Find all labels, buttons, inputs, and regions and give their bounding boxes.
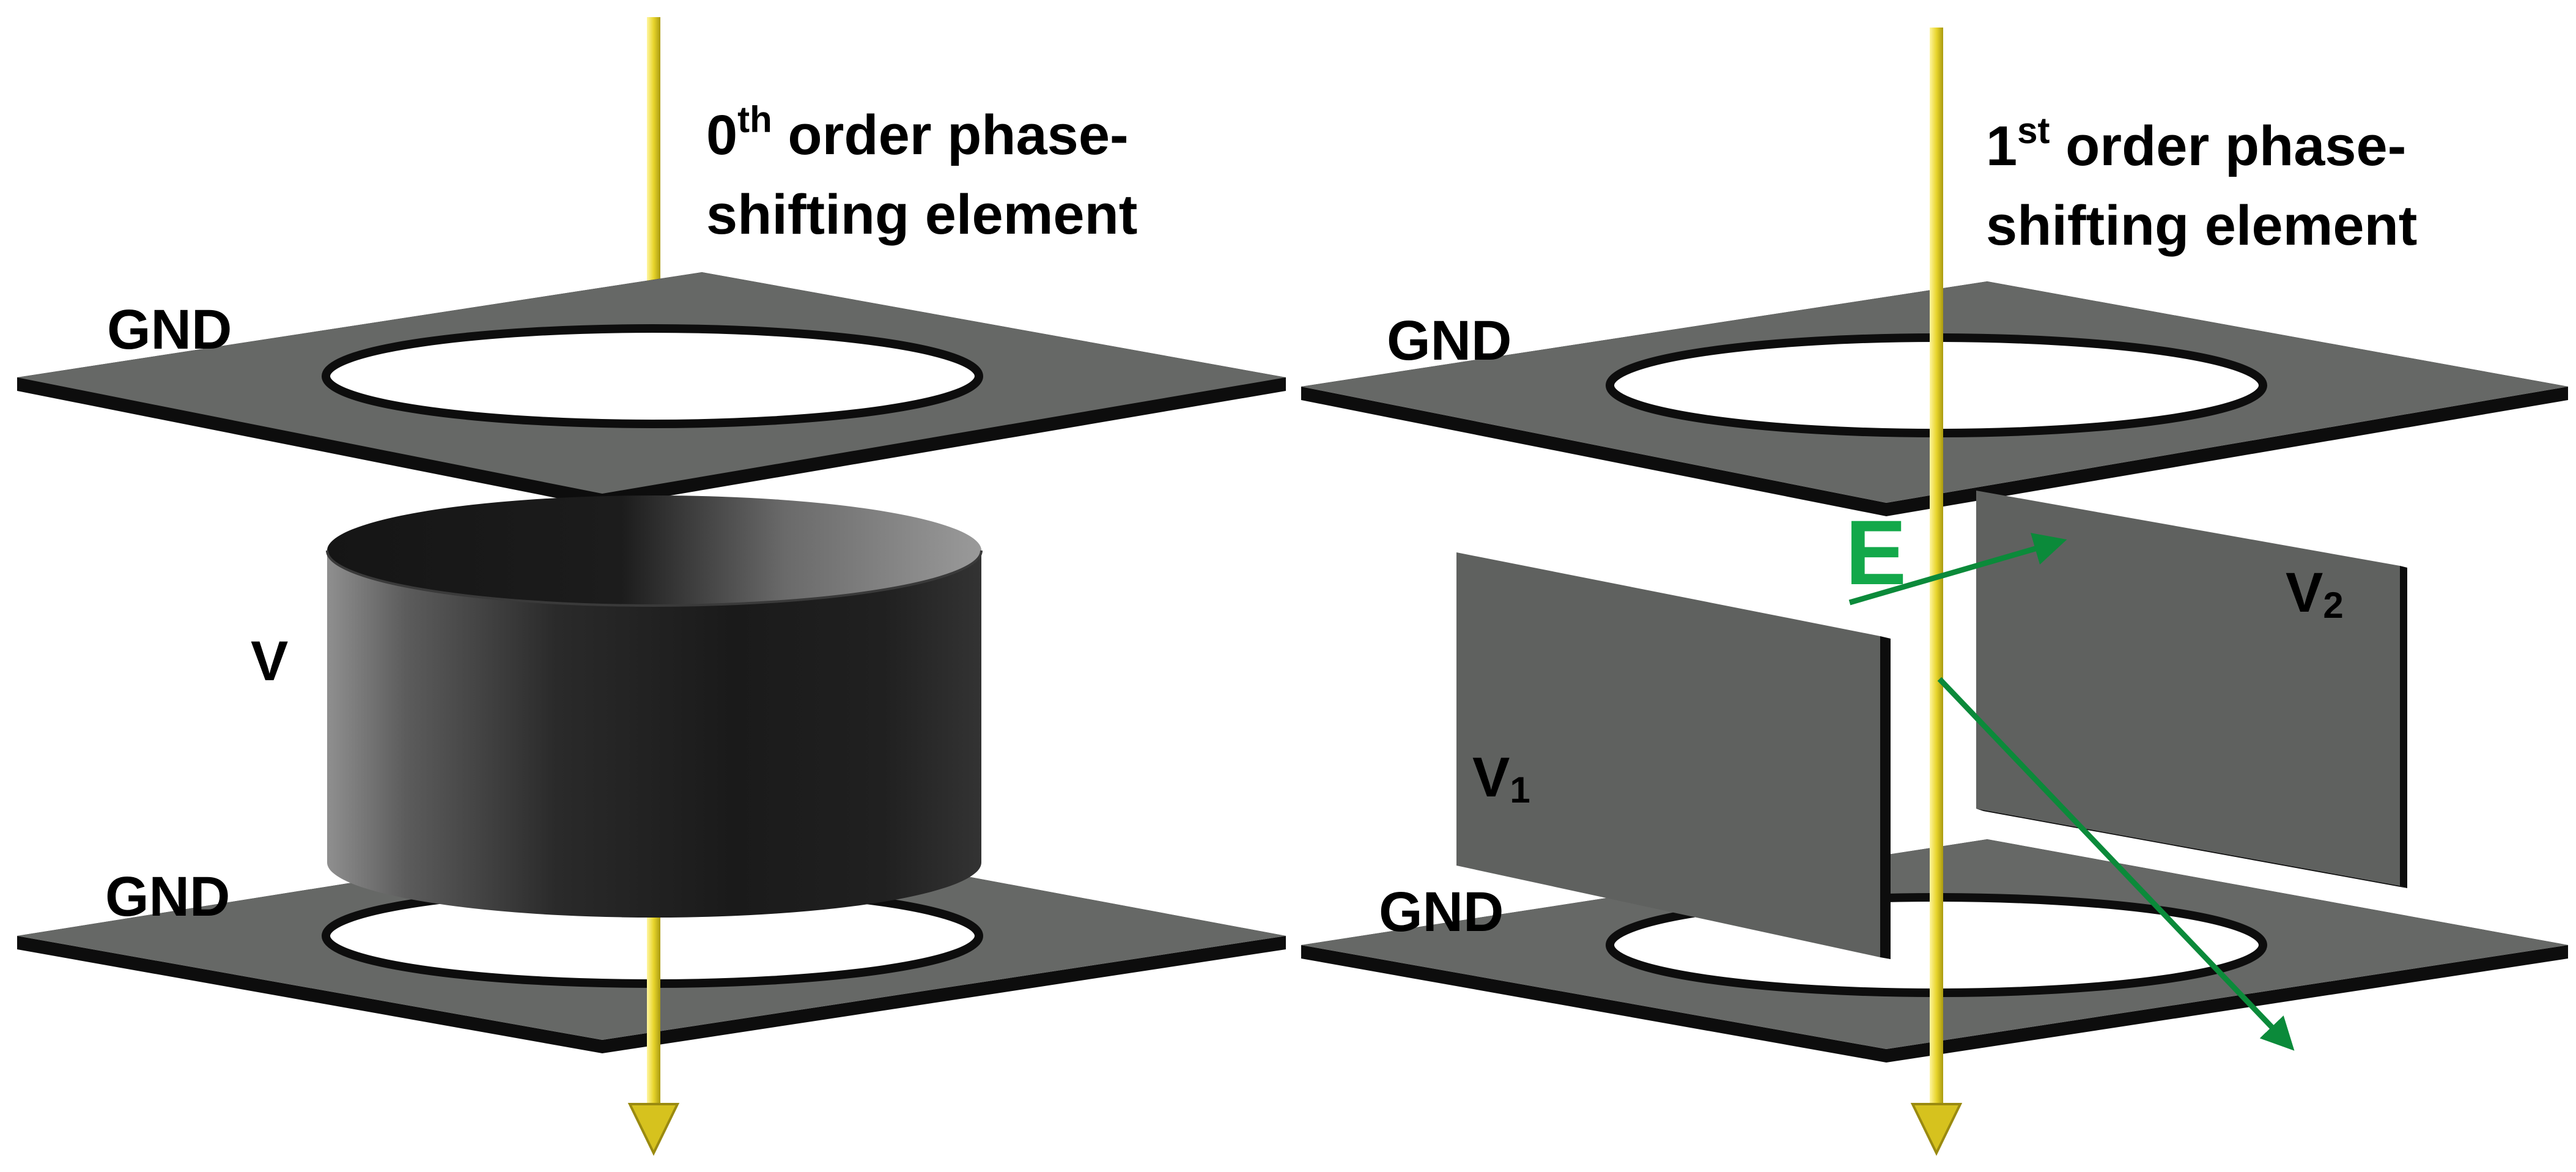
right-electrode-v1 [1456, 552, 1891, 959]
deflected-beam [1937, 677, 2295, 1051]
right-electrode-v2 [1976, 491, 2407, 888]
right-top-gnd-label: GND [1387, 310, 1511, 372]
left-cylinder-electrode [326, 495, 983, 918]
right-title-line1: 1st order phase- [1986, 110, 2406, 177]
right-bottom-gnd-label: GND [1379, 881, 1504, 943]
right-panel: E 1st order phase- shifting element GND … [1301, 28, 2568, 1156]
right-title-line2: shifting element [1986, 195, 2417, 257]
electrode-v2-label: V2 [2286, 562, 2344, 626]
left-beam-arrowhead [627, 1103, 680, 1156]
left-panel: 0th order phase- shifting element GND GN… [17, 17, 1286, 1156]
left-electron-beam-lower [647, 918, 660, 1119]
field-vector-e [1848, 533, 2067, 606]
left-title-line2: shifting element [706, 184, 1137, 246]
left-electrode-label: V [251, 630, 288, 692]
left-top-aperture [322, 324, 983, 428]
field-label: E [1845, 501, 1906, 604]
left-top-gnd-label: GND [107, 299, 232, 361]
right-beam-arrowhead [1910, 1103, 1963, 1156]
left-title-line1: 0th order phase- [706, 99, 1129, 166]
electrode-v1-label: V1 [1472, 746, 1530, 810]
left-top-ground-plate [17, 272, 1286, 507]
left-bottom-gnd-label: GND [105, 866, 230, 928]
